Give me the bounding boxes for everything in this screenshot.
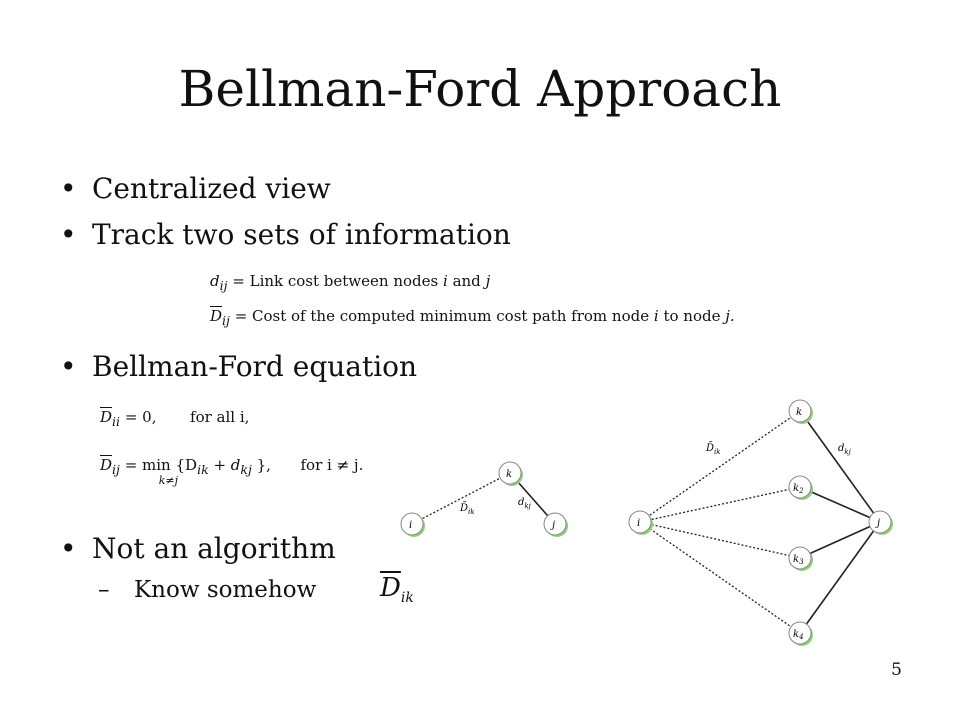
bullet-dot: • [60,172,77,205]
edge-k3-j [799,521,881,559]
label-dik: D̄ik [459,502,475,516]
node-j: j [868,510,893,535]
label-dkj: dkj [838,443,852,456]
inline-dik-symbol: Dik [380,573,414,607]
sub-bullet-know-somehow: –Know somehow [98,577,317,603]
bullet-not-an-algorithm: •Not an algorithm [60,532,336,565]
definition-dij: dij = Link cost between nodes i and j [210,272,491,293]
svg-text:j: j [550,520,555,531]
svg-text:i: i [409,520,412,531]
bullet-dot: • [60,218,77,251]
svg-text:i: i [637,518,640,529]
edge-k-j [799,410,881,523]
node-k: k [788,399,813,424]
bullet-centralized-view: •Centralized view [60,172,331,205]
svg-text:k: k [506,469,512,480]
bullet-dot: • [60,350,77,383]
equation-dij-min: Dij = min k≠j {Dik + dkj }, for i ≠ j. [100,456,364,487]
svg-text:k2: k2 [793,483,804,495]
bullet-bellman-ford-equation: •Bellman-Ford equation [60,350,418,383]
node-k3: k3 [788,546,813,571]
edge-k2-j [799,486,881,523]
dashed-edge-i-k [639,410,801,523]
node-k4: k4 [788,621,813,646]
bullet-dot: • [60,532,77,565]
slide-title: Bellman-Ford Approach [178,60,782,118]
node-i: i [628,510,653,535]
node-i: i [400,512,425,537]
node-j: j [543,512,568,537]
small-path-diagram: D̄ik dkj i k j [400,461,568,537]
node-k2: k2 [788,475,813,500]
edge-k4-j [799,521,881,634]
svg-text:j: j [875,518,880,529]
svg-text:k3: k3 [793,554,804,566]
label-dkj: dkj [518,497,532,510]
definition-Dij: Dij = Cost of the computed minimum cost … [210,307,735,328]
bullet-track-two-sets: •Track two sets of information [60,218,511,251]
dashed-edge-i-k2 [639,486,801,523]
large-multipath-diagram: D̄ik dkj i k k2 k3 k4 j [628,399,893,646]
equation-dii: Dii = 0, for all i, [100,408,250,429]
page-number: 5 [891,660,902,680]
dashed-edge-i-k3 [639,521,801,559]
label-dik: D̄ik [705,442,721,456]
dashed-edge-i-k4 [639,521,801,634]
node-k: k [498,461,523,486]
svg-text:k: k [796,407,802,418]
svg-text:k4: k4 [793,629,804,641]
dashed-edge-i-k [411,472,511,525]
